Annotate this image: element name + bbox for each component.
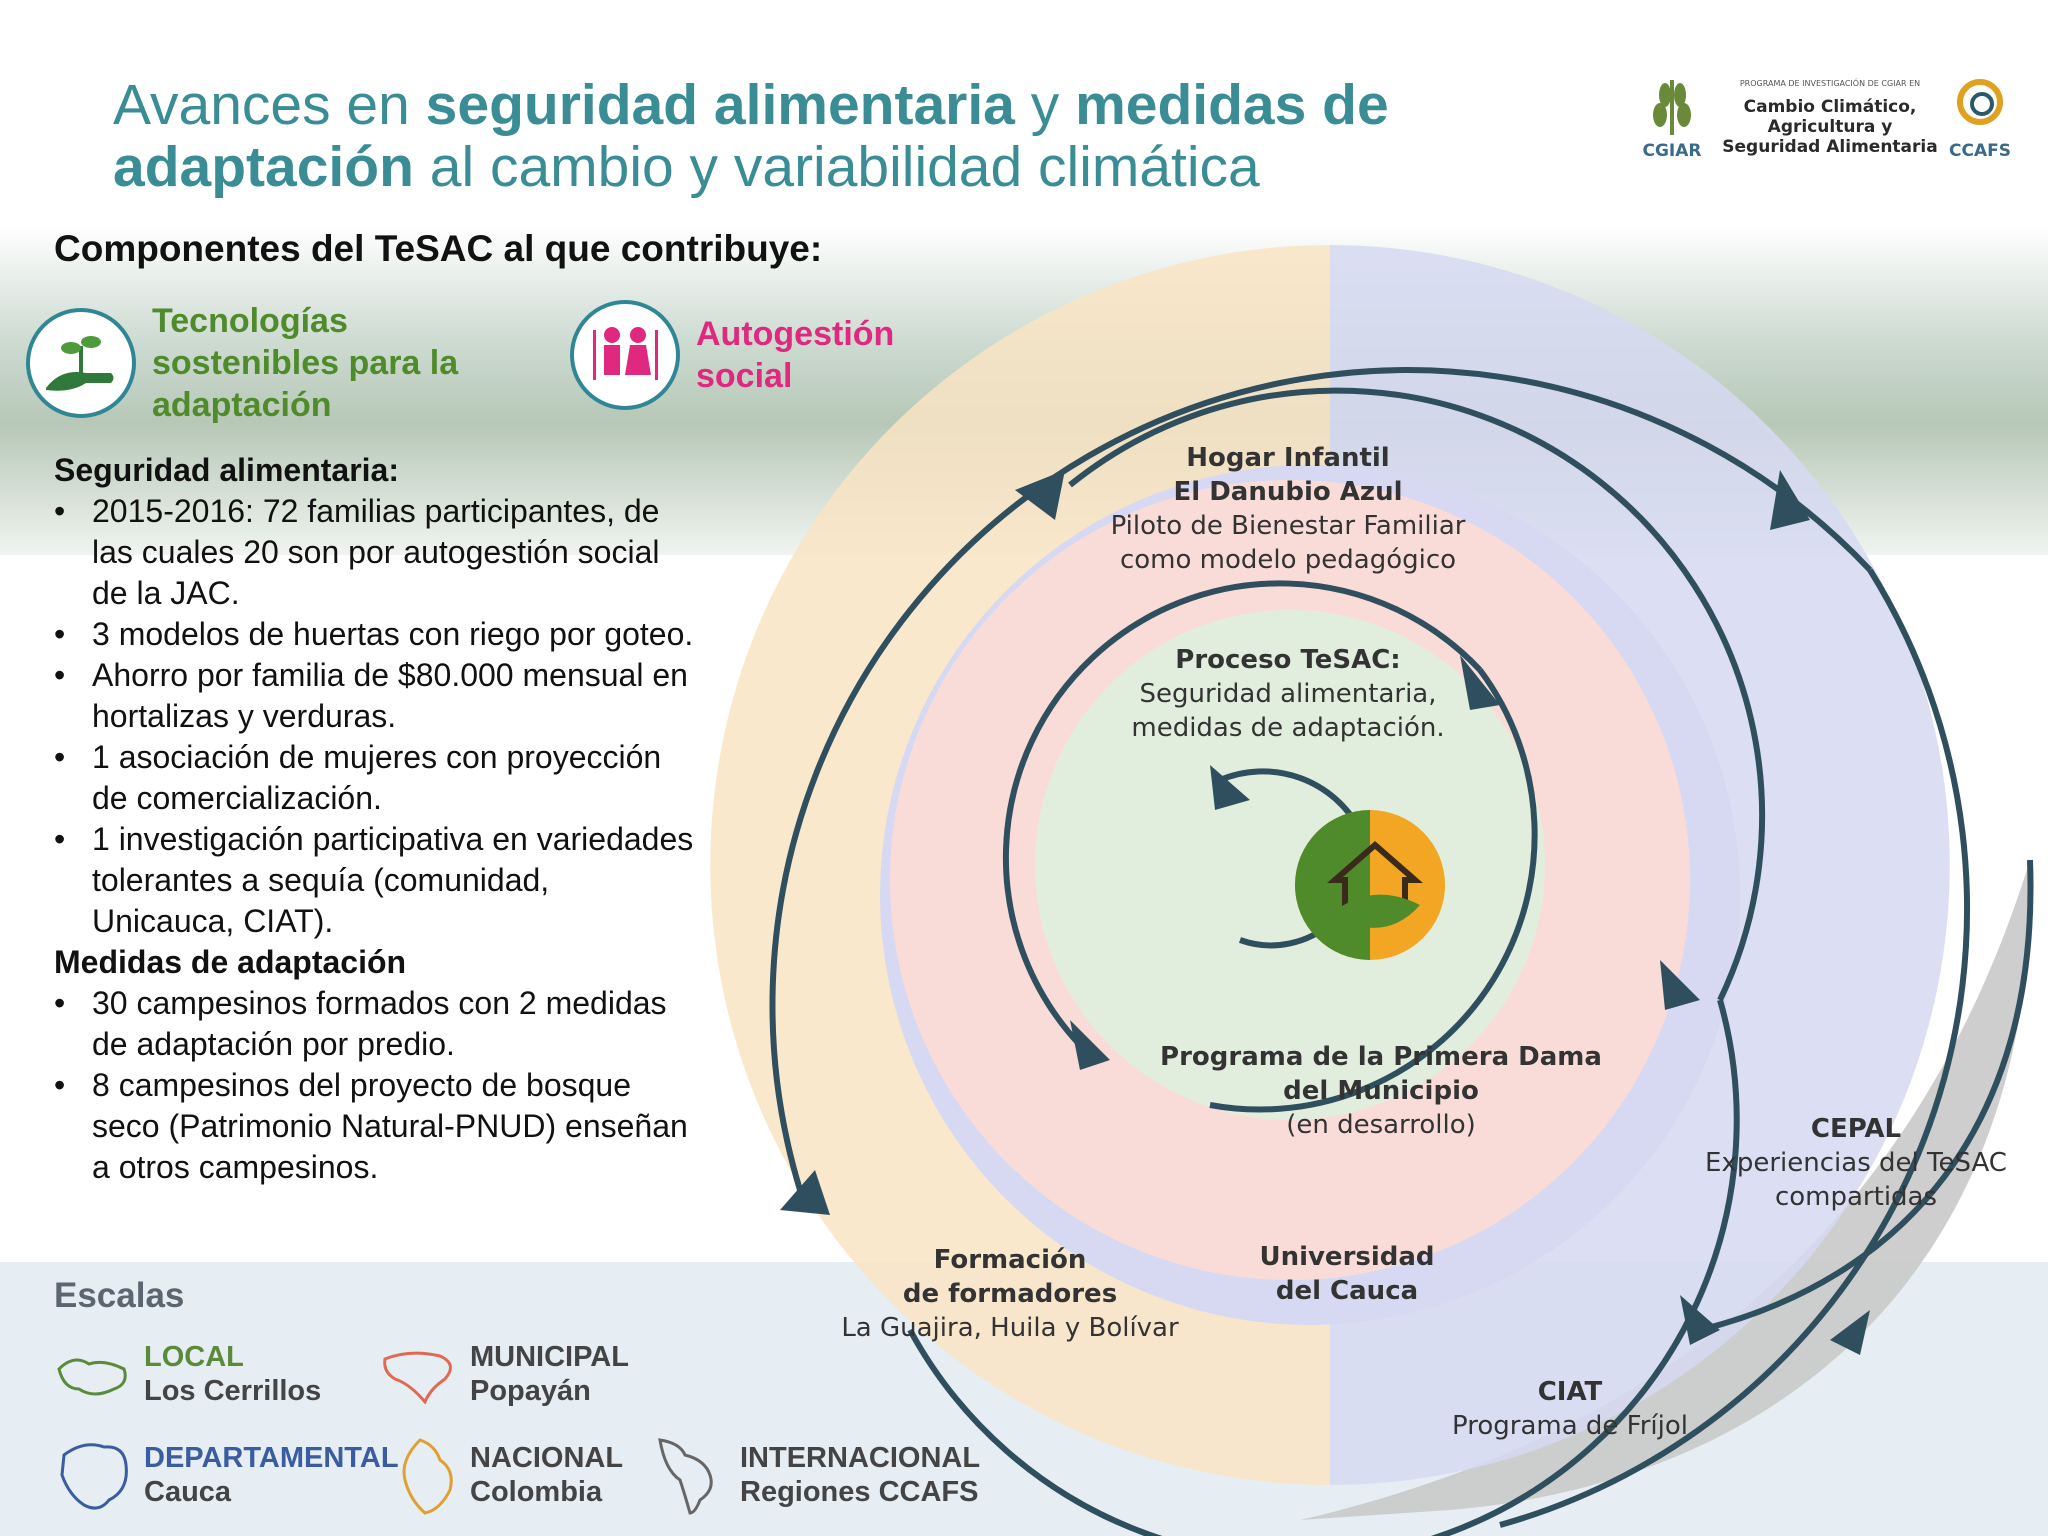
universidad-line1: Universidad — [1259, 1242, 1434, 1272]
ccafs-swirl-icon — [1957, 79, 2003, 125]
primera-dama-line1: Programa de la Primera Dama — [1160, 1042, 1602, 1072]
map-departamental-icon — [60, 1443, 128, 1510]
scales-title: Escalas — [54, 1276, 185, 1315]
components-subtitle: Componentes del TeSAC al que contribuye: — [54, 228, 823, 269]
list-item: 8 campesinos del proyecto de bosque seco… — [54, 1065, 694, 1188]
list-item: 1 asociación de mujeres con proyección d… — [54, 737, 694, 819]
people-icon — [570, 300, 680, 410]
list-item: Ahorro por familia de $80.000 mensual en… — [54, 655, 694, 737]
map-municipal-icon — [383, 1351, 452, 1404]
map-nacional-icon — [402, 1438, 453, 1515]
component-tecnologias: Tecnologías sostenibles para la adaptaci… — [26, 300, 472, 426]
ciat-line2: Programa de Fríjol — [1452, 1411, 1688, 1441]
title-part: al cambio y variabilidad climática — [413, 135, 1260, 199]
node-proceso: Proceso TeSAC: Seguridad alimentaria, me… — [1131, 645, 1444, 743]
component-tecnologias-label: Tecnologías sostenibles para la adaptaci… — [152, 302, 459, 424]
cgiar-wheat-icon — [1653, 80, 1691, 135]
list-item: 2015-2016: 72 familias participantes, de… — [54, 491, 694, 614]
cepal-line1: CEPAL — [1811, 1114, 1901, 1144]
title-part: y — [1014, 73, 1076, 137]
house-leaf-icon — [1295, 810, 1445, 960]
node-ciat: CIAT Programa de Fríjol — [1452, 1377, 1688, 1441]
cepal-line3: compartidas — [1775, 1182, 1937, 1212]
hogar-line1: Hogar Infantil — [1186, 443, 1389, 473]
proceso-line1: Proceso TeSAC: — [1175, 645, 1400, 675]
component-autogestion: Autogestión social — [570, 300, 916, 410]
scale-departamental-place: Cauca — [144, 1476, 232, 1508]
scale-departamental: DEPARTAMENTAL Cauca — [54, 1435, 399, 1515]
primera-dama-line2: del Municipio — [1283, 1076, 1479, 1106]
hogar-line2: El Danubio Azul — [1174, 477, 1403, 507]
node-cepal: CEPAL Experiencias del TeSAC compartidas — [1705, 1114, 2007, 1212]
logo-ccafs: CCAFS — [1949, 141, 2010, 161]
node-formacion: Formación de formadores La Guajira, Huil… — [841, 1245, 1179, 1343]
title-bold: adaptación — [113, 135, 414, 199]
logo-top-line: PROGRAMA DE INVESTIGACIÓN DE CGIAR EN — [1740, 77, 1920, 88]
scale-internacional-place: Regiones CCAFS — [740, 1476, 979, 1508]
scale-nacional-place: Colombia — [470, 1476, 603, 1508]
scale-internacional-name: INTERNACIONAL — [740, 1442, 981, 1474]
hogar-line4: como modelo pedagógico — [1120, 545, 1456, 575]
scale-departamental-name: DEPARTAMENTAL — [144, 1442, 399, 1474]
scale-municipal-name: MUNICIPAL — [470, 1341, 629, 1373]
food-security-heading: Seguridad alimentaria: — [54, 452, 399, 488]
arrowheads — [780, 470, 1870, 1355]
node-hogar: Hogar Infantil El Danubio Azul Piloto de… — [1111, 443, 1466, 575]
gray-band — [1300, 860, 2031, 1520]
cgiar-ccafs-logo: CGIAR PROGRAMA DE INVESTIGACIÓN DE CGIAR… — [1642, 77, 2010, 161]
inner-core — [1035, 610, 1545, 1120]
logo-line1: Cambio Climático, — [1744, 97, 1917, 117]
formacion-line3: La Guajira, Huila y Bolívar — [841, 1313, 1179, 1343]
logo-line3: Seguridad Alimentaria — [1722, 137, 1937, 157]
ccafs-logo: CGIAR PROGRAMA DE INVESTIGACIÓN DE CGIAR… — [1630, 70, 2010, 170]
scale-internacional: INTERNACIONAL Regiones CCAFS — [650, 1435, 980, 1515]
proceso-line3: medidas de adaptación. — [1131, 713, 1444, 743]
map-internacional-icon — [658, 1438, 713, 1515]
scale-municipal-place: Popayán — [470, 1375, 591, 1407]
title-bold: medidas de — [1075, 73, 1389, 137]
ciat-line1: CIAT — [1538, 1377, 1603, 1407]
hogar-line3: Piloto de Bienestar Familiar — [1111, 511, 1466, 541]
spiral-lines — [769, 367, 2034, 1536]
list-item: 30 campesinos formados con 2 medidas de … — [54, 983, 694, 1065]
page-title: Avances en seguridad alimentaria y medid… — [113, 74, 1389, 198]
scale-local-name: LOCAL — [144, 1341, 244, 1373]
formacion-line2: de formadores — [903, 1279, 1117, 1309]
component-autogestion-label: Autogestión social — [696, 315, 895, 395]
formacion-line1: Formación — [934, 1245, 1087, 1275]
results-content: Seguridad alimentaria: 2015-2016: 72 fam… — [54, 450, 694, 1188]
title-bold: seguridad alimentaria — [425, 73, 1015, 137]
proceso-line2: Seguridad alimentaria, — [1139, 679, 1436, 709]
adaptation-list: 30 campesinos formados con 2 medidas de … — [54, 983, 694, 1188]
list-item: 3 modelos de huertas con riego por goteo… — [54, 614, 694, 655]
logo-line2: Agricultura y — [1768, 117, 1893, 137]
scale-local: LOCAL Los Cerrillos — [54, 1340, 321, 1408]
list-item: 1 investigación participativa en varieda… — [54, 819, 694, 942]
adaptation-heading: Medidas de adaptación — [54, 944, 407, 980]
scale-nacional: NACIONAL Colombia — [390, 1435, 623, 1515]
title-part: Avances en — [113, 73, 426, 137]
food-security-list: 2015-2016: 72 familias participantes, de… — [54, 491, 694, 942]
cepal-line2: Experiencias del TeSAC — [1705, 1148, 2007, 1178]
node-universidad: Universidad del Cauca — [1259, 1242, 1434, 1306]
scale-local-place: Los Cerrillos — [144, 1375, 322, 1407]
logo-cgiar: CGIAR — [1642, 141, 1701, 161]
primera-dama-line3: (en desarrollo) — [1286, 1110, 1476, 1140]
node-primera-dama: Programa de la Primera Dama del Municipi… — [1160, 1042, 1602, 1140]
scale-municipal: MUNICIPAL Popayán — [380, 1340, 629, 1408]
map-local-icon — [57, 1358, 127, 1396]
hand-plant-icon — [26, 308, 136, 418]
universidad-line2: del Cauca — [1276, 1276, 1418, 1306]
scale-nacional-name: NACIONAL — [470, 1442, 624, 1474]
